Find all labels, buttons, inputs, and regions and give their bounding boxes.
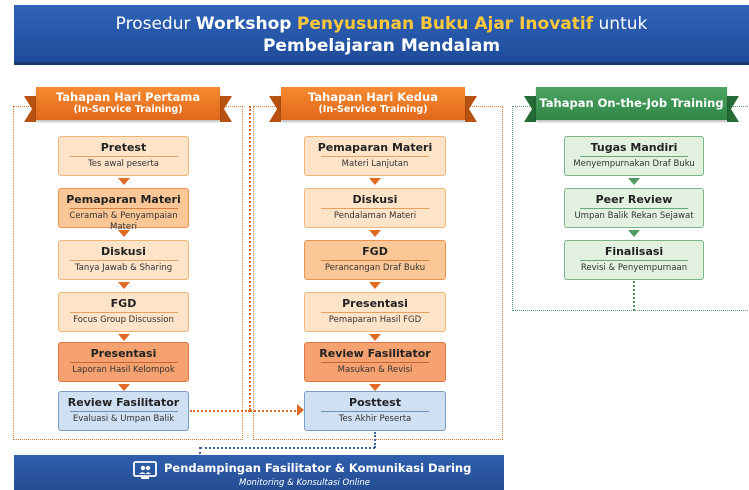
step-presentasi: Presentasi Laporan Hasil Kelompok: [58, 342, 189, 382]
step-peer-review: Peer Review Umpan Balik Rekan Sejawat: [564, 188, 704, 228]
flow-arrow: [369, 384, 381, 391]
stage-ribbon-day2: Tahapan Hari Kedua (In-Service Training): [281, 87, 465, 120]
connector-to-footer: [199, 447, 201, 454]
connector-day1-day2-vertical: [249, 106, 251, 410]
footer-subtitle: Monitoring & Konsultasi Online: [239, 478, 370, 488]
step-presentasi-hasil: Presentasi Pemaparan Hasil FGD: [304, 292, 446, 332]
ribbon-tail-left: [269, 96, 281, 122]
ribbon-tail-right: [727, 96, 739, 122]
connector-horizontal: [200, 447, 375, 449]
step-finalisasi: Finalisasi Revisi & Penyempurnaan: [564, 240, 704, 280]
stage-ribbon-ojt: Tahapan On-the-Job Training: [536, 87, 727, 120]
flow-arrow: [628, 178, 640, 185]
step-pemaparan-materi: Pemaparan Materi Ceramah & Penyampaian M…: [58, 188, 189, 232]
flow-arrow: [369, 334, 381, 341]
footer-title: Pendampingan Fasilitator & Komunikasi Da…: [164, 461, 472, 475]
connector-arrow: [297, 404, 304, 416]
stage-ribbon-day1: Tahapan Hari Pertama (In-Service Trainin…: [36, 87, 220, 120]
step-pretest: Pretest Tes awal peserta: [58, 136, 189, 176]
footer-banner: Pendampingan Fasilitator & Komunikasi Da…: [14, 455, 504, 490]
ribbon-tail-left: [24, 96, 36, 122]
step-fgd: FGD Focus Group Discussion: [58, 292, 189, 332]
flow-arrow: [369, 230, 381, 237]
flow-arrow: [118, 230, 130, 237]
step-review-fasilitator: Review Fasilitator Evaluasi & Umpan Bali…: [58, 391, 189, 431]
flow-arrow: [118, 178, 130, 185]
flow-arrow: [369, 178, 381, 185]
ribbon-tail-right: [220, 96, 232, 122]
ojt-connector: [633, 281, 635, 311]
title-banner: Prosedur Workshop Penyusunan Buku Ajar I…: [14, 5, 749, 65]
step-fgd-draf: FGD Perancangan Draf Buku: [304, 240, 446, 280]
ribbon-tail-right: [465, 96, 477, 122]
flow-arrow: [118, 282, 130, 289]
connector-posttest-down: [374, 432, 376, 448]
step-posttest: Posttest Tes Akhir Peserta: [304, 391, 446, 431]
flow-arrow: [628, 230, 640, 237]
connector-day1-day2: [190, 410, 250, 412]
page-title-line1: Prosedur Workshop Penyusunan Buku Ajar I…: [115, 14, 648, 34]
step-pemaparan-materi-lanjutan: Pemaparan Materi Materi Lanjutan: [304, 136, 446, 176]
monitor-icon: [133, 461, 157, 479]
step-diskusi: Diskusi Tanya Jawab & Sharing: [58, 240, 189, 280]
flow-arrow: [118, 384, 130, 391]
ribbon-tail-left: [524, 96, 536, 122]
connector-to-posttest: [250, 410, 300, 412]
flow-arrow: [118, 334, 130, 341]
step-tugas-mandiri: Tugas Mandiri Menyempurnakan Draf Buku: [564, 136, 704, 176]
step-review-fasilitator-2: Review Fasilitator Masukan & Revisi: [304, 342, 446, 382]
page-title-line2: Pembelajaran Mendalam: [262, 36, 501, 56]
step-diskusi-lanjutan: Diskusi Pendalaman Materi: [304, 188, 446, 228]
flow-arrow: [369, 282, 381, 289]
